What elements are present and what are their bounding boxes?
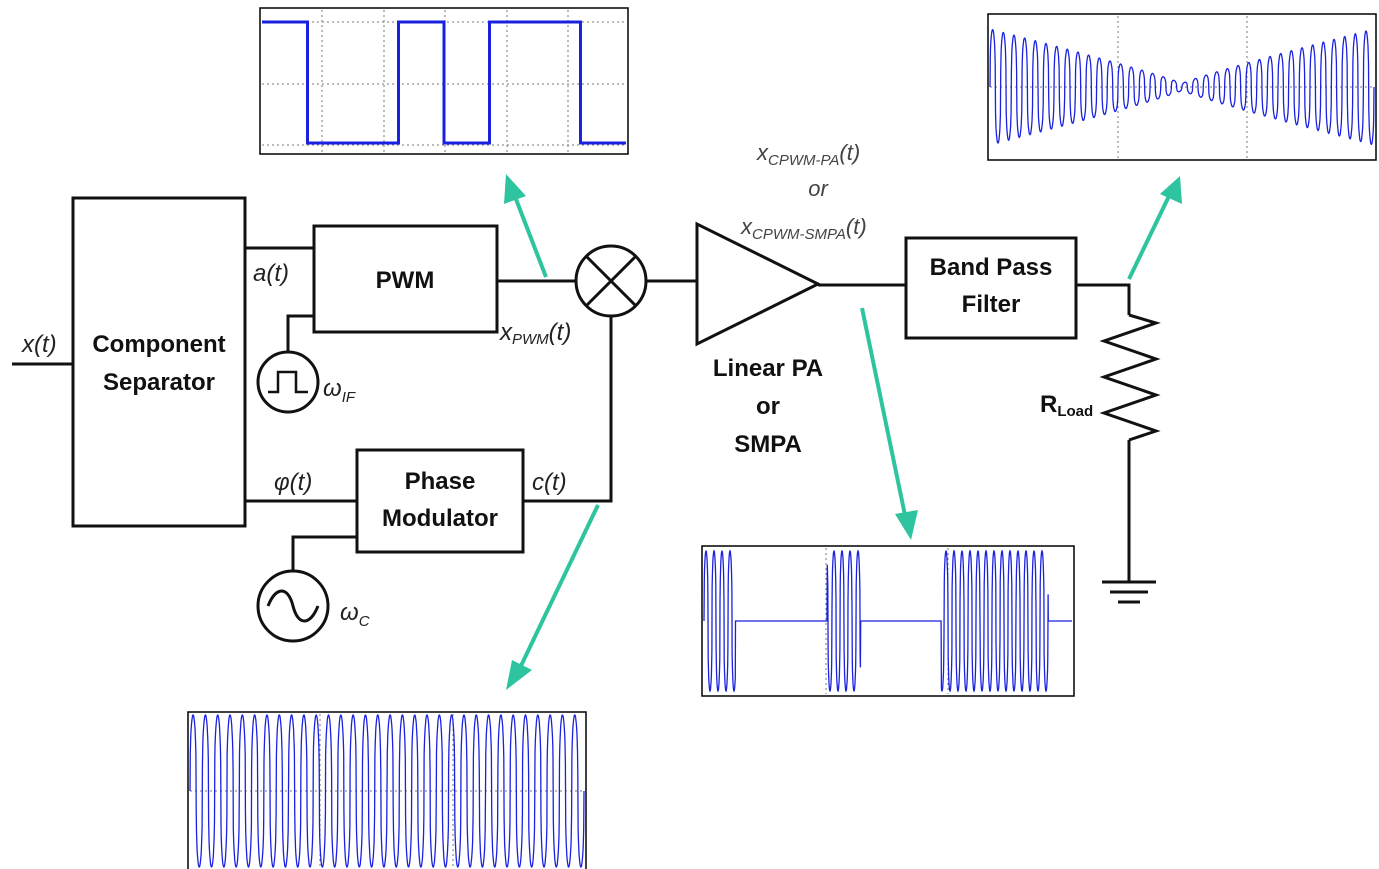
pwm-block: PWM (312, 224, 499, 334)
phase-modulator-block: Phase Modulator (355, 448, 525, 554)
if-pulse-source-icon (256, 350, 320, 414)
component-separator-label-1: Component (92, 331, 225, 358)
amplitude-signal-label: a(t) (253, 260, 289, 287)
plot-carrier-waveform (187, 711, 587, 869)
arrow-to-carrier-plot (516, 504, 600, 673)
arrow-to-cpwm-plot (860, 307, 908, 521)
pwm-label: PWM (376, 267, 435, 294)
bpf-label-1: Band Pass (930, 254, 1053, 281)
pa-output-label-1: xCPWM-PA(t) (756, 140, 860, 169)
lo-sine-source-icon (256, 569, 330, 643)
wire-if-source (286, 314, 314, 352)
ground-icon (1102, 580, 1156, 604)
callout-arrows (504, 174, 1182, 690)
amplifier-label-2: or (756, 393, 780, 420)
plot-pwm-waveform (259, 7, 629, 155)
amplifier-label-3: SMPA (734, 431, 802, 458)
arrow-to-pwm-plot (512, 193, 548, 278)
carrier-signal-label: c(t) (532, 469, 567, 496)
phase-modulator-label-2: Modulator (382, 505, 498, 532)
phase-modulator-label-1: Phase (405, 468, 476, 495)
band-pass-filter-block: Band Pass Filter (904, 236, 1078, 340)
pa-output-or-label: or (808, 176, 829, 201)
plot-pwm-trace (262, 20, 626, 145)
omega-if-label: ωIF (323, 375, 356, 406)
component-separator-label-2: Separator (103, 369, 215, 396)
plot-bpf-trace (989, 28, 1375, 146)
plot-bpf-output-waveform (987, 13, 1377, 161)
pwm-output-label: xPWM(t) (499, 319, 571, 348)
omega-c-label: ωC (340, 599, 370, 630)
bpf-label-2: Filter (962, 291, 1021, 318)
signal-wires (12, 246, 1131, 582)
arrow-to-bpf-plot (1127, 193, 1172, 280)
rload-label: RLoad (1040, 391, 1093, 420)
wire-bpf-to-load (1076, 283, 1131, 315)
component-separator-block: Component Separator (71, 196, 247, 528)
load-resistor-icon (1099, 313, 1161, 442)
wire-carrier-to-mixer (523, 315, 613, 503)
wire-lo-source (291, 535, 357, 571)
input-signal-label: x(t) (21, 331, 57, 358)
plot-cpwm-waveform (701, 545, 1075, 697)
mixer-symbol (574, 244, 648, 318)
plot-cpwm-trace (703, 549, 1072, 693)
pa-output-label-2: xCPWM-SMPA(t) (740, 214, 867, 243)
plot-carrier-trace (189, 714, 585, 868)
power-amplifier-symbol (695, 221, 822, 347)
amplifier-label-1: Linear PA (713, 355, 823, 382)
phase-signal-label: φ(t) (274, 469, 312, 496)
